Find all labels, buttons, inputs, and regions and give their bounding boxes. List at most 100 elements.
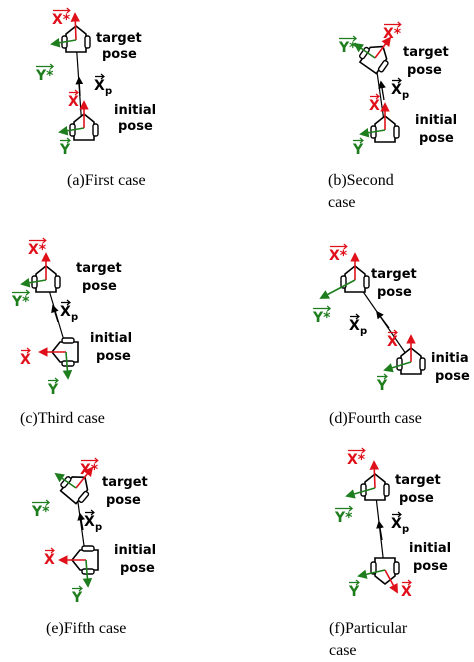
- y-star-axis: [54, 472, 77, 489]
- vector-overline: [29, 237, 47, 244]
- vector-overline: [349, 579, 360, 586]
- vector-overline: [392, 511, 402, 518]
- vector-overline: [313, 305, 332, 312]
- label-xp: X: [84, 514, 95, 530]
- label-initial-1: initial: [409, 541, 451, 556]
- vector-overline: [85, 509, 95, 516]
- panel-second-case: X* Y* target pose X p X Y initial pose (…: [237, 0, 474, 220]
- label-initial-1: initial: [90, 331, 132, 346]
- caption-a: (a)First case: [67, 172, 146, 189]
- panel-fourth-case: X* Y* target pose X p X Y initia pose (d…: [237, 222, 474, 442]
- label-xp: X: [391, 516, 402, 532]
- y-axis: [58, 126, 85, 136]
- label-y-star: Y*: [31, 504, 50, 520]
- label-initial-2: pose: [413, 559, 448, 574]
- label-x: X: [20, 352, 31, 368]
- label-x: X: [68, 94, 79, 110]
- label-initial-2: pose: [120, 561, 155, 576]
- vector-overline: [81, 457, 99, 464]
- label-initial-2: pose: [435, 369, 470, 384]
- y-star-axis: [50, 38, 77, 48]
- y-axis: [359, 128, 386, 138]
- label-x-star: X*: [52, 12, 71, 28]
- label-xp-sub: p: [402, 524, 409, 535]
- label-y-star: Y*: [338, 40, 357, 56]
- caption-f-line1: (f)Particular: [329, 620, 408, 637]
- diagram-particular-case: X* Y* target pose X p X Y initial pose: [334, 447, 451, 600]
- y-axis: [357, 569, 386, 579]
- vector-overline: [48, 377, 59, 384]
- label-xp-sub: p: [360, 326, 367, 337]
- y-axis: [62, 351, 73, 380]
- label-target-1: target: [395, 473, 441, 488]
- label-target-2: pose: [82, 279, 117, 294]
- label-x-star: X*: [28, 242, 47, 258]
- y-star-axis: [20, 278, 47, 288]
- vector-overline: [384, 21, 402, 28]
- panel-fifth-case: X* Y* target pose X p X Y initial pose (…: [0, 442, 237, 662]
- panel-particular-case: X* Y* target pose X p X Y initial pose (…: [237, 442, 474, 662]
- vector-overline: [61, 299, 71, 306]
- label-xp-sub: p: [71, 312, 78, 323]
- vector-overline: [370, 93, 380, 100]
- label-y: Y: [59, 142, 71, 158]
- label-x: X: [401, 584, 412, 600]
- label-target-1: target: [371, 267, 417, 282]
- label-y-star: Y*: [334, 510, 353, 526]
- label-xp-sub: p: [95, 522, 102, 533]
- label-x-star: X*: [329, 248, 348, 264]
- label-xp: X: [94, 78, 105, 94]
- label-target-2: pose: [407, 63, 442, 78]
- label-x-star: X*: [80, 462, 99, 478]
- caption-b-line1: (b)Second: [328, 172, 394, 189]
- label-target-2: pose: [377, 285, 412, 300]
- x-star-axis: [70, 12, 81, 41]
- vector-overline: [353, 137, 364, 144]
- vector-overline: [339, 35, 358, 42]
- label-target-1: target: [102, 475, 148, 490]
- label-y: Y: [376, 378, 388, 394]
- caption-b-line2: case: [328, 194, 356, 211]
- vector-overline: [335, 505, 354, 512]
- xp-arrow: [378, 80, 386, 101]
- caption-c: (c)Third case: [20, 410, 105, 427]
- label-xp-sub: p: [105, 86, 112, 97]
- diagram-fourth-case: X* Y* target pose X p X Y initia pose: [312, 243, 470, 394]
- label-y-star: Y*: [35, 68, 54, 84]
- y-star-axis: [345, 487, 376, 499]
- diagram-first-case: X* Y* target pose X p X Y initial pose: [35, 7, 156, 158]
- vector-overline: [32, 499, 51, 506]
- label-target-2: pose: [102, 47, 137, 62]
- label-target-1: target: [76, 261, 122, 276]
- vector-overline: [36, 63, 55, 70]
- caption-f-line2: case: [329, 642, 357, 659]
- label-initial-2: pose: [419, 131, 454, 146]
- label-target-2: pose: [106, 493, 141, 508]
- y-axis: [82, 559, 93, 588]
- y-star-axis: [319, 279, 356, 299]
- caption-d: (d)Fourth case: [329, 410, 422, 427]
- vector-overline: [12, 289, 31, 296]
- label-initial-2: pose: [118, 119, 153, 134]
- vector-overline: [388, 329, 398, 336]
- label-x: X: [44, 552, 55, 568]
- label-y: Y: [348, 584, 360, 600]
- xp-arrow: [77, 512, 85, 531]
- label-target-1: target: [96, 31, 142, 46]
- diagram-second-case: X* Y* target pose X p X Y initial pose: [338, 21, 457, 158]
- label-x-star: X*: [383, 26, 402, 42]
- label-xp: X: [391, 82, 402, 98]
- label-xp: X: [60, 304, 71, 320]
- vector-overline: [392, 77, 402, 84]
- label-initial-2: pose: [96, 349, 131, 364]
- y-axis: [383, 361, 412, 373]
- vector-overline: [350, 313, 360, 320]
- label-xp: X: [349, 318, 360, 334]
- vector-overline: [72, 585, 83, 592]
- vector-overline: [53, 7, 71, 14]
- label-xp-sub: p: [402, 90, 409, 101]
- vector-overline: [95, 73, 105, 80]
- vector-overline: [45, 547, 55, 554]
- vector-overline: [330, 243, 348, 250]
- label-x: X: [387, 334, 398, 350]
